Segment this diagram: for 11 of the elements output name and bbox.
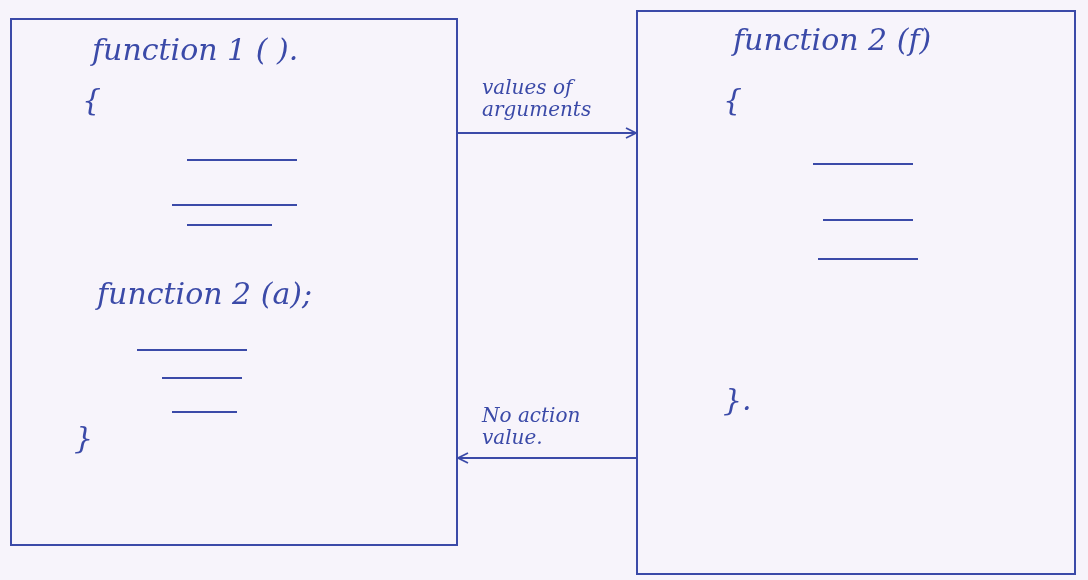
function-box (10, 18, 458, 546)
function-box (636, 10, 1076, 575)
arrow (457, 452, 637, 464)
code-text: function 1 ( ). (92, 32, 299, 67)
code-text: function 2 (f) (733, 22, 932, 57)
code-text: function 2 (a); (97, 276, 313, 311)
arrow (457, 127, 637, 139)
code-text: } (74, 420, 94, 455)
code-text: { (82, 82, 102, 117)
code-text: { (723, 82, 743, 117)
code-text: }. (723, 382, 752, 417)
